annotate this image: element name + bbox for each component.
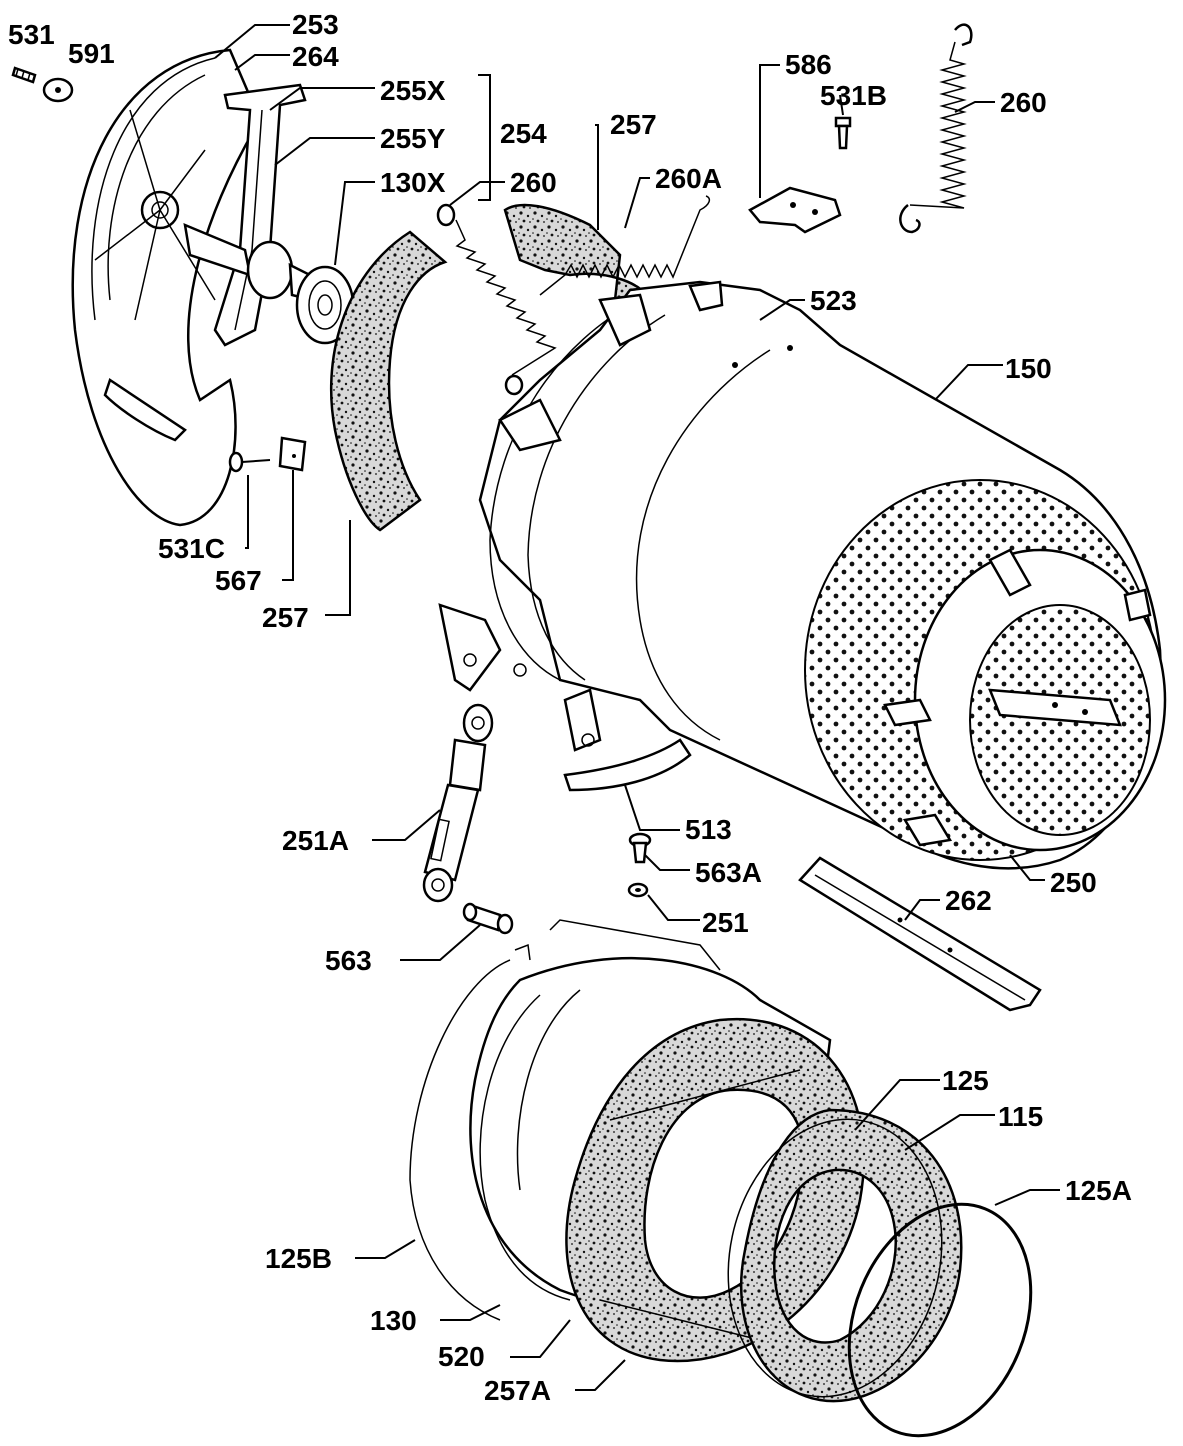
label-513: 513 bbox=[685, 814, 732, 845]
washer-591 bbox=[42, 77, 74, 103]
label-250: 250 bbox=[1050, 867, 1097, 898]
lifter-262 bbox=[798, 856, 1042, 1012]
label-125: 125 bbox=[942, 1065, 989, 1096]
label-125a: 125A bbox=[1065, 1175, 1132, 1206]
label-251a: 251A bbox=[282, 825, 349, 856]
label-260a: 260A bbox=[655, 163, 722, 194]
label-520: 520 bbox=[438, 1341, 485, 1372]
screw-531b bbox=[834, 116, 852, 150]
clamp-ring-125a bbox=[847, 1202, 1033, 1438]
rear-spider-wheel bbox=[71, 48, 262, 527]
spring-260-left bbox=[436, 203, 557, 396]
inner-drum-250 bbox=[804, 479, 1167, 861]
label-254: 254 bbox=[500, 118, 547, 149]
spring-260a bbox=[539, 195, 711, 296]
clamp-band-125b bbox=[409, 919, 721, 1321]
label-523: 523 bbox=[810, 285, 857, 316]
label-130x: 130X bbox=[380, 167, 446, 198]
strap-513 bbox=[563, 738, 692, 792]
label-150: 150 bbox=[1005, 353, 1052, 384]
label-253: 253 bbox=[292, 9, 339, 40]
label-257-top: 257 bbox=[610, 109, 657, 140]
label-563a: 563A bbox=[695, 857, 762, 888]
leader-lines bbox=[214, 24, 1060, 1391]
washer-251 bbox=[627, 882, 649, 898]
label-531c: 531C bbox=[158, 533, 225, 564]
bracket-586 bbox=[748, 186, 842, 234]
screw-531 bbox=[11, 66, 37, 84]
label-257a: 257A bbox=[484, 1375, 551, 1406]
spring-260-right bbox=[899, 23, 973, 234]
label-586: 586 bbox=[785, 49, 832, 80]
callout-labels: 531 591 253 264 255X 255Y 254 130X 260 2… bbox=[8, 9, 1132, 1406]
label-115: 115 bbox=[998, 1101, 1043, 1132]
label-260-top: 260 bbox=[510, 167, 557, 198]
label-264: 264 bbox=[292, 41, 339, 72]
label-130: 130 bbox=[370, 1305, 417, 1336]
label-255y: 255Y bbox=[380, 123, 446, 154]
screw-531c bbox=[228, 451, 271, 473]
label-255x: 255X bbox=[380, 75, 446, 106]
label-531b: 531B bbox=[820, 80, 887, 111]
counterweight-257a-ring bbox=[565, 1017, 866, 1363]
label-531: 531 bbox=[8, 19, 55, 50]
pin-563a bbox=[628, 832, 652, 864]
label-251: 251 bbox=[702, 907, 749, 938]
counterweight-257-left bbox=[329, 230, 448, 532]
label-262: 262 bbox=[945, 885, 992, 916]
label-563: 563 bbox=[325, 945, 372, 976]
plate-567 bbox=[278, 436, 307, 472]
label-257-left: 257 bbox=[262, 602, 309, 633]
label-125b: 125B bbox=[265, 1243, 332, 1274]
label-591: 591 bbox=[68, 38, 115, 69]
label-260-right: 260 bbox=[1000, 87, 1047, 118]
shock-absorber-251a bbox=[422, 703, 494, 903]
bolt-563 bbox=[462, 902, 514, 935]
label-567: 567 bbox=[215, 565, 262, 596]
